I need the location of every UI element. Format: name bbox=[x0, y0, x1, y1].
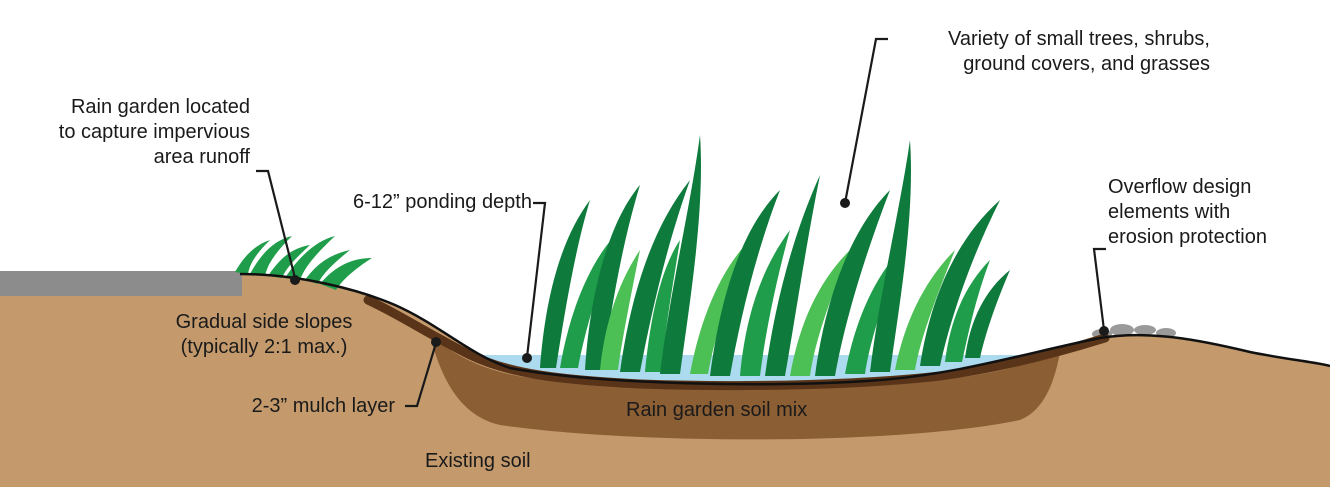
ground-surface-line bbox=[239, 272, 1330, 386]
impervious-pavement bbox=[0, 271, 242, 296]
mulch-layer bbox=[363, 295, 1110, 391]
label-ponding: 6-12” ponding depth bbox=[352, 191, 532, 213]
leader-lines bbox=[256, 37, 1106, 408]
grass-tuft bbox=[235, 236, 372, 290]
dot-overflow bbox=[1099, 326, 1109, 336]
dot-ponding bbox=[522, 353, 532, 363]
label-soil-mix: Rain garden soil mix bbox=[626, 399, 808, 421]
label-slopes: Gradual side slopes (typically 2:1 max.) bbox=[152, 310, 376, 360]
label-plants-line-2: ground covers, and grasses bbox=[963, 53, 1210, 75]
label-plants: Variety of small trees, shrubs, ground c… bbox=[948, 27, 1210, 77]
leader-ponding bbox=[525, 201, 547, 358]
leader-mulch bbox=[405, 342, 438, 408]
dot-capture bbox=[290, 275, 300, 285]
label-capture-line-3: area runoff bbox=[153, 146, 250, 168]
label-capture: Rain garden located to capture imperviou… bbox=[59, 95, 250, 170]
leader-overflow bbox=[1092, 247, 1106, 331]
label-capture-line-1: Rain garden located bbox=[70, 96, 250, 118]
label-slopes-line-2: (typically 2:1 max.) bbox=[180, 336, 348, 358]
leader-plants bbox=[843, 37, 888, 204]
leader-dots bbox=[290, 198, 1109, 363]
label-existing-soil: Existing soil bbox=[425, 450, 531, 472]
dot-mulch bbox=[431, 337, 441, 347]
label-slopes-line-1: Gradual side slopes bbox=[175, 311, 353, 333]
label-overflow: Overflow design elements with erosion pr… bbox=[1108, 175, 1267, 250]
label-overflow-line-2: elements with bbox=[1108, 201, 1231, 223]
leader-capture bbox=[256, 169, 297, 279]
dot-plants bbox=[840, 198, 850, 208]
label-plants-line-1: Variety of small trees, shrubs, bbox=[948, 28, 1210, 50]
label-mulch: 2-3” mulch layer bbox=[251, 395, 395, 417]
label-overflow-line-1: Overflow design bbox=[1108, 176, 1252, 198]
existing-soil-area bbox=[0, 274, 1330, 487]
label-capture-line-2: to capture impervious bbox=[58, 121, 250, 143]
label-overflow-line-3: erosion protection bbox=[1108, 226, 1267, 248]
plant-cluster bbox=[540, 135, 1010, 376]
